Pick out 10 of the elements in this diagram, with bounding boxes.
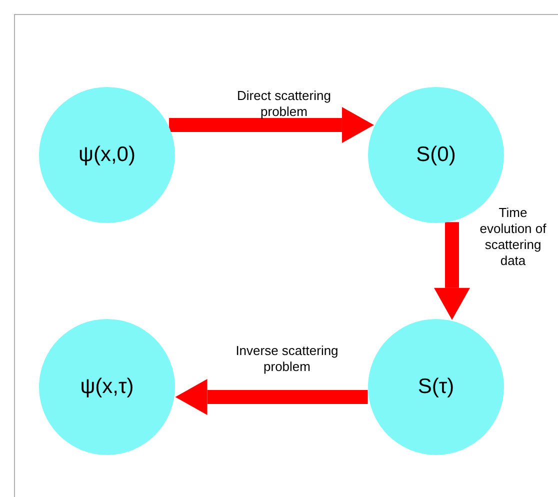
edge-label: Inverse scattering problem	[234, 343, 340, 375]
edge-label: Direct scattering problem	[236, 88, 332, 120]
state-label: S(0)	[416, 142, 456, 168]
state-label: S(τ)	[418, 374, 454, 400]
state-label: ψ(x,0)	[78, 142, 136, 168]
arrow	[175, 379, 368, 415]
arrow	[434, 222, 470, 320]
arrow	[169, 107, 374, 143]
edge-label: Time evolution of scattering data	[478, 205, 548, 269]
state-label: ψ(x,τ)	[80, 374, 134, 400]
